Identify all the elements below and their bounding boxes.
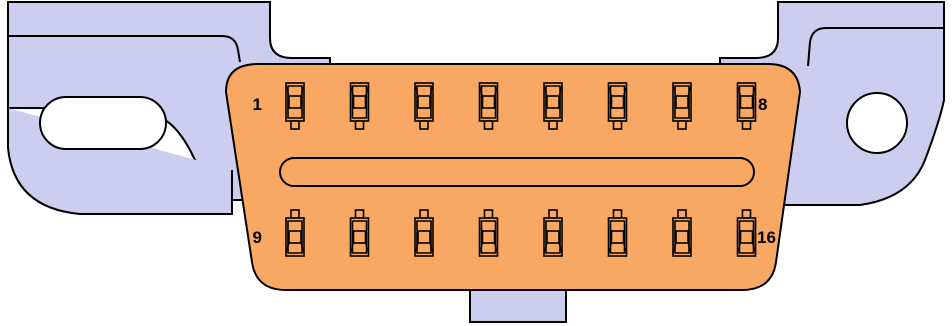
left-mounting-slot: [39, 96, 167, 150]
pin-socket-12: [478, 209, 499, 257]
pin-socket-1: [285, 82, 305, 130]
bottom-pin-row: [285, 209, 757, 257]
pin-socket-2: [349, 82, 370, 130]
pin-label-16: 16: [757, 228, 776, 247]
pin-socket-5: [543, 82, 563, 130]
pin-socket-10: [349, 209, 370, 257]
pin-socket-4: [478, 82, 499, 130]
pin-socket-11: [414, 209, 434, 257]
pin-socket-7: [672, 82, 692, 130]
pin-socket-9: [285, 209, 305, 257]
pin-socket-16: [736, 209, 757, 257]
pin-socket-8: [736, 82, 757, 130]
pin-label-8: 8: [758, 95, 767, 114]
pin-socket-3: [414, 82, 434, 130]
top-pin-row: [285, 82, 757, 130]
pin-label-9: 9: [253, 228, 262, 247]
pin-label-1: 1: [253, 95, 262, 114]
center-key-slot: [279, 157, 755, 187]
pin-socket-6: [607, 82, 628, 130]
pin-socket-14: [607, 209, 628, 257]
left-bracket-fold-line: [8, 35, 241, 63]
right-mounting-hole: [846, 92, 908, 154]
pin-socket-13: [543, 209, 563, 257]
pin-socket-15: [672, 209, 692, 257]
right-bracket-fold-line: [807, 27, 944, 67]
